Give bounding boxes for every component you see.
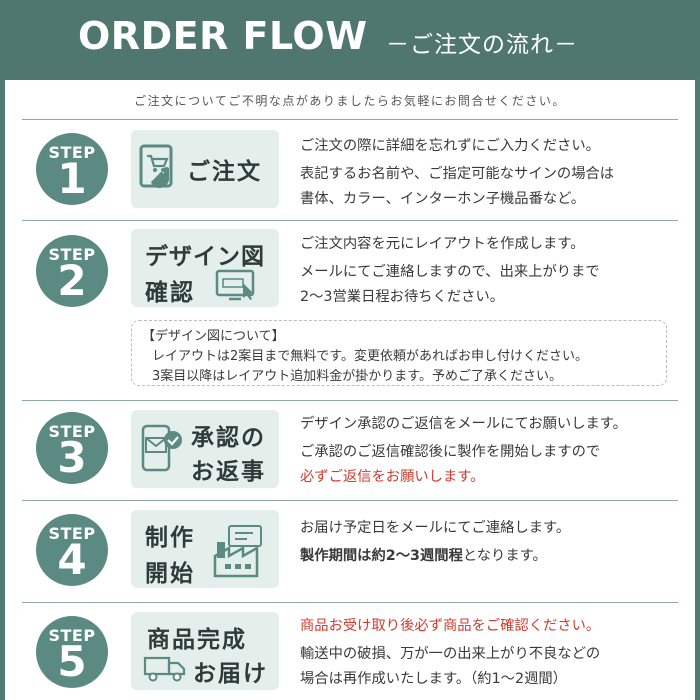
desc-line: 場合は再作成いたします。（約1～2週間）: [300, 671, 567, 687]
desc-line: お届け予定日をメールにてご連絡します。: [300, 520, 571, 536]
desc-line: 輸送中の破損、万が一の出来上がり不良などの: [300, 646, 601, 662]
desc-line: 製作期間は約2～3週間程となります。: [300, 544, 570, 569]
step-number: 5: [57, 637, 87, 686]
desc-line: 書体、カラー、インターホン子機品番など。: [300, 191, 586, 207]
step-5-description: 商品お受け取り後必ず商品をご確認ください。 輸送中の破損、万が一の出来上がり不良…: [300, 614, 600, 692]
step-4-box: 制作 開始: [131, 510, 279, 588]
desc-line: 表記するお名前や、ご指定可能なサインの場合は: [300, 166, 615, 182]
step-label: STEP: [48, 626, 96, 645]
phone-mail-check-icon: [141, 424, 182, 472]
divider: [22, 602, 678, 603]
desc-line-emphasis: 商品お受け取り後必ず商品をご確認ください。: [300, 618, 601, 634]
monitor-cursor-icon: [215, 269, 255, 301]
step-3-badge: STEP 3: [36, 412, 108, 484]
step-label: STEP: [48, 143, 96, 162]
step-4-title-line1: 制作: [145, 525, 195, 551]
page-subtitle: －ご注文の流れ－: [386, 32, 578, 58]
step-5-title-line1: 商品完成: [147, 627, 247, 653]
desc-line: メールにてご連絡しますので、出来上がりまで: [300, 264, 600, 280]
step-label: STEP: [48, 245, 96, 264]
desc-line: ご注文内容を元にレイアウトを作成します。: [300, 236, 585, 252]
step-4-description: お届け予定日をメールにてご連絡します。 製作期間は約2～3週間程となります。: [300, 516, 570, 569]
step-label: STEP: [48, 422, 96, 441]
divider: [22, 400, 678, 401]
tablet-cart-icon: [139, 144, 173, 188]
step-3-box: 承認の お返事: [131, 410, 279, 488]
step-2-box: デザイン図 確認: [131, 229, 279, 307]
step-4-title-line2: 開始: [145, 561, 195, 587]
step-2-badge: STEP 2: [36, 235, 108, 307]
desc-rest: となります。: [462, 548, 547, 564]
desc-line: ご承認のご返信確認後に製作を開始しますので: [300, 444, 601, 460]
intro-text: ご注文についてご不明な点がありましたらお気軽にお問合せください。: [134, 94, 566, 108]
step-1-description: ご注文の際に詳細を忘れずにご入力ください。 表記するお名前や、ご指定可能なサイン…: [300, 134, 614, 212]
step-number: 1: [57, 154, 87, 203]
step-label: STEP: [48, 524, 96, 543]
step-3-title-line2: お返事: [191, 459, 266, 485]
step-number: 2: [57, 256, 87, 305]
step-2-description: ご注文内容を元にレイアウトを作成します。 メールにてご連絡しますので、出来上がり…: [300, 232, 600, 310]
step-4-badge: STEP 4: [36, 514, 108, 586]
delivery-truck-icon: [143, 656, 186, 682]
divider: [22, 220, 678, 221]
note-title: 【デザイン図について】: [142, 329, 285, 344]
divider: [22, 500, 678, 501]
step-5-box: 商品完成 お届け: [131, 612, 279, 690]
divider: [22, 119, 678, 120]
step-5-badge: STEP 5: [36, 616, 108, 688]
note-line: 3案目以降はレイアウト追加料金が掛かります。予めご了承ください。: [152, 369, 562, 384]
step-2-title-line1: デザイン図: [145, 244, 265, 270]
step-1-title: ご注文: [187, 159, 262, 185]
step-number: 4: [57, 535, 87, 584]
desc-bold: 製作期間は約2～3週間程: [300, 548, 463, 564]
step-1-box: ご注文: [131, 130, 279, 208]
step-1-badge: STEP 1: [36, 133, 108, 205]
step-5-title-line2: お届け: [193, 661, 268, 687]
factory-icon: [213, 525, 262, 578]
desc-line: 2～3営業日程お待ちください。: [300, 289, 505, 305]
step-number: 3: [57, 433, 87, 482]
note-line: レイアウトは2案目まで無料です。変更依頼があればお申し付けください。: [152, 349, 588, 364]
page-title: ORDER FLOW: [78, 14, 368, 58]
header-banner: ORDER FLOW －ご注文の流れ－: [0, 0, 700, 80]
design-note-box: 【デザイン図について】 レイアウトは2案目まで無料です。変更依頼があればお申し付…: [131, 320, 667, 386]
step-3-title-line1: 承認の: [191, 425, 266, 451]
step-2-title-line2: 確認: [145, 280, 195, 306]
desc-line: ご注文の際に詳細を忘れずにご入力ください。: [300, 138, 600, 154]
desc-line: デザイン承認のご返信をメールにてお願いします。: [300, 416, 627, 432]
desc-line-emphasis: 必ずご返信をお願いします。: [300, 469, 485, 485]
step-3-description: デザイン承認のご返信をメールにてお願いします。 ご承認のご返信確認後に製作を開始…: [300, 412, 627, 490]
